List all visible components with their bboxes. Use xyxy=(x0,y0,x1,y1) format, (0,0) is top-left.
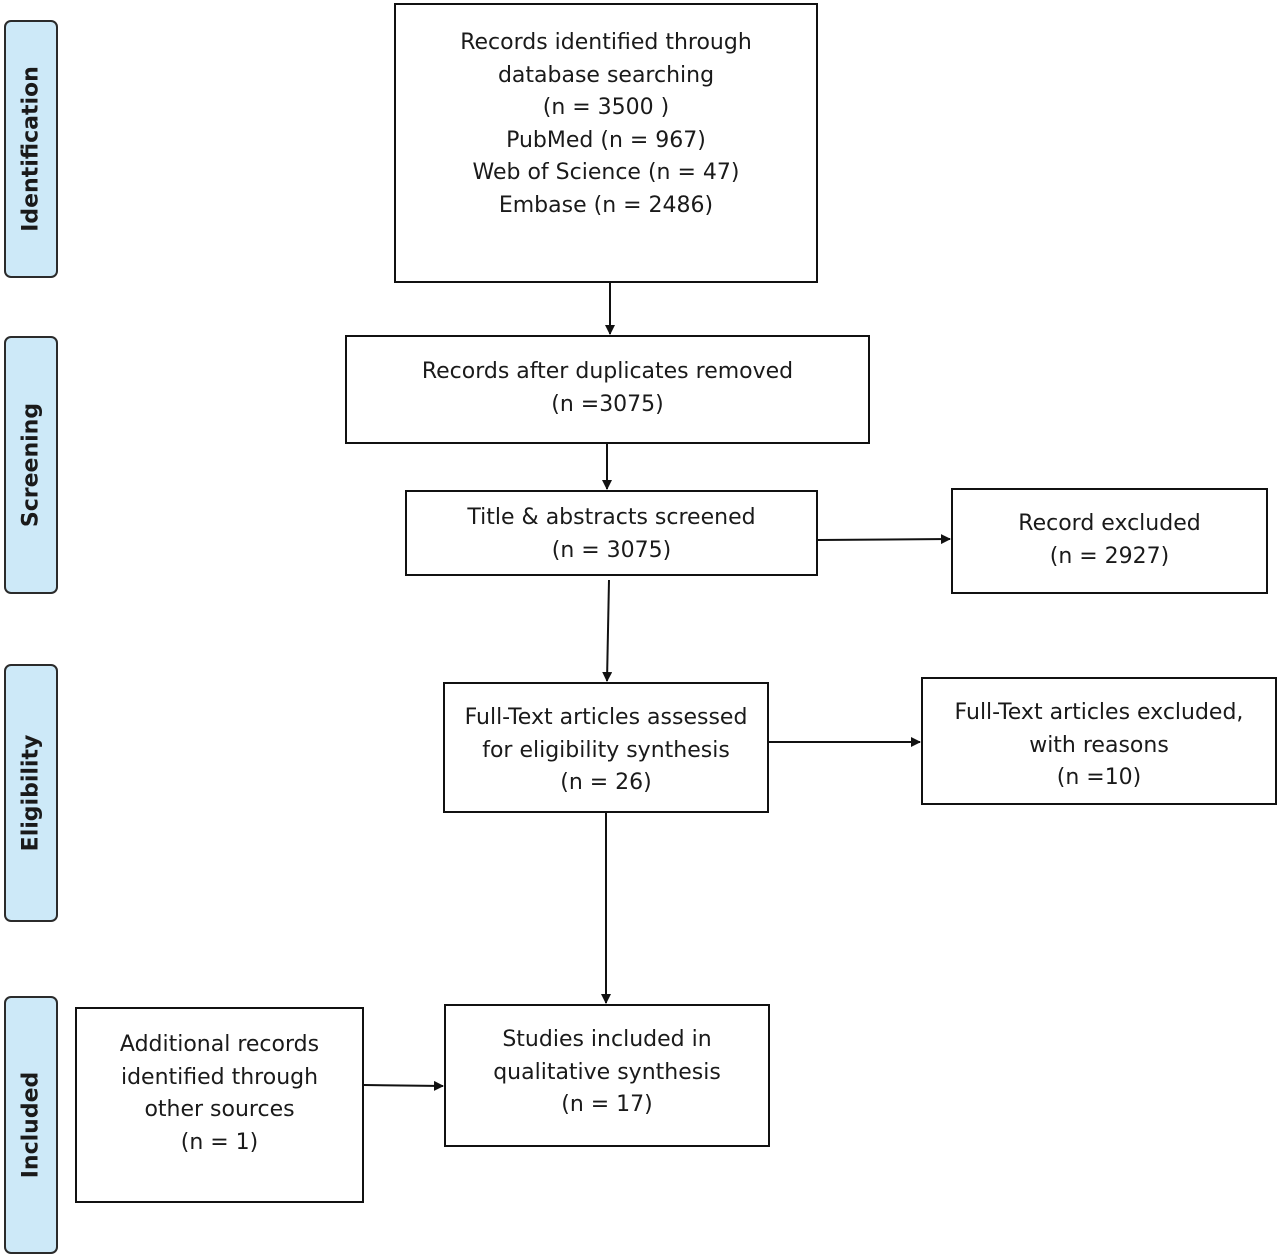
box-line: (n = 1) xyxy=(180,1129,259,1155)
box-full-text-excluded: Full-Text articles excluded, with reason… xyxy=(921,677,1277,805)
box-studies-included: Studies included in qualitative synthesi… xyxy=(444,1004,770,1147)
box-line: Full-Text articles assessed xyxy=(464,705,748,730)
box-record-excluded: Record excluded (n = 2927) xyxy=(951,488,1268,594)
box-title-abstract-screened: Title & abstracts screened (n = 3075) xyxy=(405,490,818,576)
box-line: Records identified through xyxy=(460,30,752,55)
box-line: (n =10) xyxy=(1056,765,1142,790)
box-line: (n = 2927) xyxy=(1049,543,1170,569)
box-line: database searching xyxy=(497,62,715,88)
phase-identification: Identification xyxy=(4,20,58,278)
box-line: Web of Science (n = 47) xyxy=(472,160,740,185)
arrow-screened-to-excluded xyxy=(817,534,951,545)
box-line: for eligibility synthesis xyxy=(482,737,730,763)
arrow-screened-to-fulltext xyxy=(602,579,613,682)
box-line: Records after duplicates removed xyxy=(421,359,794,384)
box-after-duplicates: Records after duplicates removed (n =307… xyxy=(345,335,870,444)
phase-included: Included xyxy=(4,996,58,1254)
box-line: PubMed (n = 967) xyxy=(506,127,706,153)
box-line: (n = 17) xyxy=(561,1092,653,1117)
box-line: (n =3075) xyxy=(551,391,664,417)
box-line: with reasons xyxy=(1029,732,1169,758)
box-line: identified through xyxy=(120,1064,319,1090)
box-line: Additional records xyxy=(119,1032,320,1057)
box-line: (n = 3075) xyxy=(551,537,672,563)
box-line: Studies included in xyxy=(502,1027,712,1052)
box-line: Full-Text articles excluded, xyxy=(954,700,1244,725)
box-line: (n = 26) xyxy=(560,770,652,795)
box-line: other sources xyxy=(144,1097,295,1122)
box-line: (n = 3500 ) xyxy=(542,95,670,120)
box-line: qualitative synthesis xyxy=(493,1059,721,1085)
box-line: Record excluded xyxy=(1018,511,1201,536)
box-line: Title & abstracts screened xyxy=(467,505,756,530)
phase-eligibility: Eligibility xyxy=(4,664,58,922)
box-line: Embase (n = 2486) xyxy=(498,192,714,218)
arrow-additional-to-included xyxy=(363,1080,444,1091)
box-additional-records: Additional records identified through ot… xyxy=(75,1007,364,1203)
box-full-text-assessed: Full-Text articles assessed for eligibil… xyxy=(443,682,769,813)
phase-screening: Screening xyxy=(4,336,58,594)
box-records-identified: Records identified through database sear… xyxy=(394,3,818,283)
